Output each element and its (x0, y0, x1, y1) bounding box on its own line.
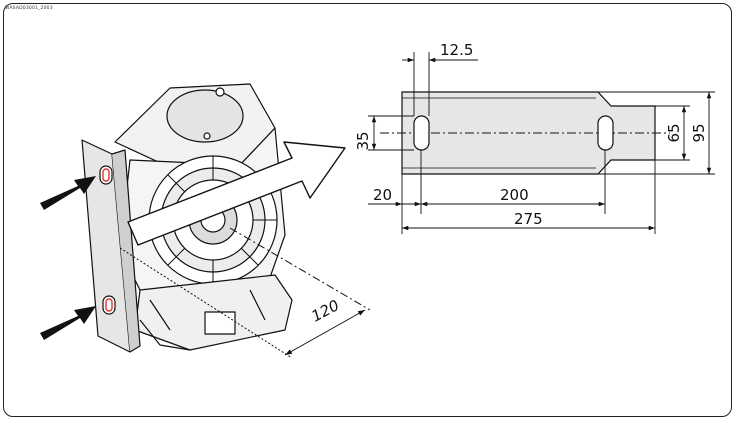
slot-left (413, 115, 430, 151)
arrow-lower-icon (40, 306, 96, 340)
dim-edge-offset-label: 20 (373, 186, 392, 204)
dim-slot-spacing-label: 35 (354, 131, 372, 150)
dim-total-length-label: 275 (514, 210, 543, 228)
detail-outline-arrow (127, 141, 346, 246)
slot-right (597, 115, 614, 151)
plate-drawing (380, 91, 670, 175)
diagram-frame (3, 3, 732, 417)
dim-tab-height-label: 65 (665, 123, 683, 142)
plate-dimensions (368, 52, 715, 234)
clearance-dimension (119, 227, 371, 359)
dim-total-height-label: 95 (690, 123, 708, 142)
dim-slot-to-slot-label: 200 (500, 186, 529, 204)
dim-slot-width-label: 12.5 (440, 41, 473, 59)
dim-clearance-label: 120 (308, 296, 342, 325)
pointer-arrows (40, 176, 96, 340)
arrow-upper-icon (40, 176, 96, 210)
reference-code: WASAD03001_2003 (5, 6, 53, 11)
